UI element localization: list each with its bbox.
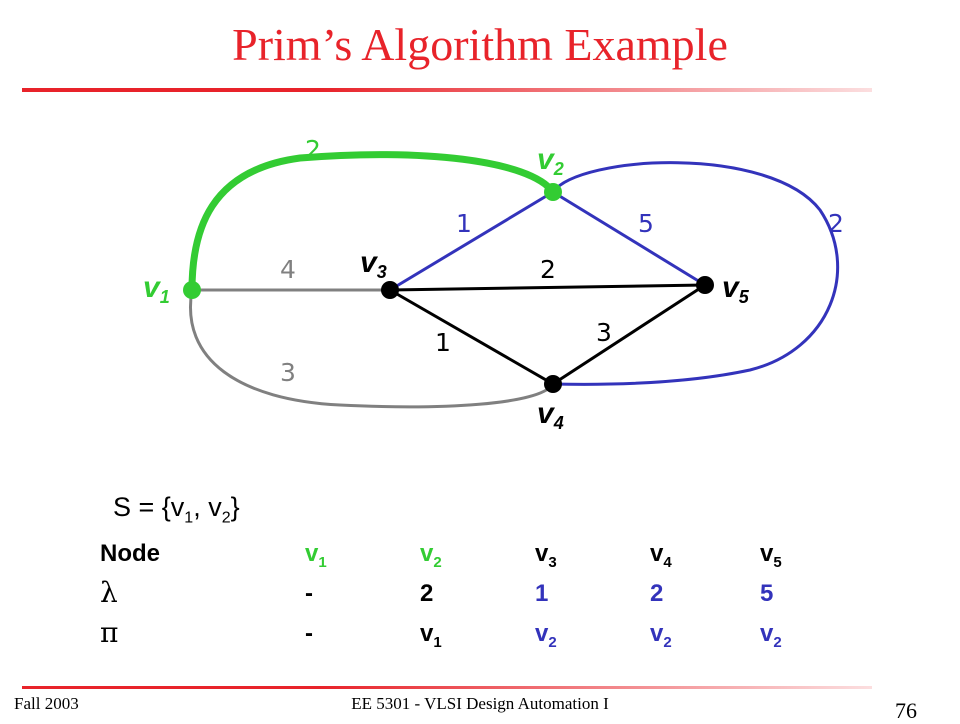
node-label-v3: v3 bbox=[360, 246, 387, 282]
table-cell: v1 bbox=[305, 540, 327, 571]
title-divider bbox=[22, 88, 872, 92]
node-v2 bbox=[544, 183, 562, 201]
set-prefix: S = {v bbox=[113, 492, 185, 522]
node-label-v2: v2 bbox=[537, 143, 564, 179]
weight-v3-v4: 1 bbox=[435, 328, 451, 357]
weight-v2-v3: 1 bbox=[456, 209, 472, 238]
row-label: π bbox=[100, 616, 119, 649]
set-mid: , v bbox=[193, 492, 222, 522]
table-cell: 2 bbox=[420, 580, 434, 607]
node-v1 bbox=[183, 281, 201, 299]
slide-title: Prim’s Algorithm Example bbox=[232, 19, 728, 70]
footer-course: EE 5301 - VLSI Design Automation I bbox=[351, 694, 609, 713]
table-cell: v2 bbox=[760, 620, 782, 651]
weight-v1-v2: 2 bbox=[305, 135, 321, 164]
weight-v2-v5: 5 bbox=[638, 209, 654, 238]
footer-date: Fall 2003 bbox=[14, 694, 79, 713]
table-cell: 2 bbox=[650, 580, 664, 607]
node-v4 bbox=[544, 375, 562, 393]
table-cell: - bbox=[305, 580, 313, 607]
weight-v3-v5: 2 bbox=[540, 255, 556, 284]
weight-v1-v3: 4 bbox=[280, 255, 296, 284]
table-cell: 1 bbox=[535, 580, 549, 607]
set-sub-2: 2 bbox=[221, 509, 231, 527]
weight-v4-v5: 3 bbox=[596, 318, 612, 347]
node-v3 bbox=[381, 281, 399, 299]
edge-v2-v3 bbox=[389, 190, 554, 292]
weight-v1-v4: 3 bbox=[280, 358, 296, 387]
set-sub-1: 1 bbox=[184, 509, 194, 527]
visited-set: S = {v1, v2} bbox=[113, 492, 240, 527]
edge-v1-v2 bbox=[188, 151, 557, 294]
table-cell: v1 bbox=[420, 620, 442, 651]
table-cell: v5 bbox=[760, 540, 782, 571]
table-cell: v2 bbox=[650, 620, 672, 651]
node-v5 bbox=[696, 276, 714, 294]
row-label: λ bbox=[100, 576, 118, 609]
table-cell: - bbox=[305, 620, 313, 647]
row-label: Node bbox=[100, 540, 160, 567]
edge-v2-v4 bbox=[551, 161, 840, 386]
set-suffix: } bbox=[230, 492, 240, 522]
weight-v2-v4: 2 bbox=[828, 209, 844, 238]
node-label-v5: v5 bbox=[722, 271, 750, 307]
node-label-v4: v4 bbox=[537, 397, 564, 433]
footer-divider bbox=[22, 686, 872, 689]
node-label-v1: v1 bbox=[143, 271, 170, 307]
table-cell: v4 bbox=[650, 540, 672, 571]
table-cell: v2 bbox=[535, 620, 557, 651]
edge-v4-v5 bbox=[552, 283, 706, 386]
edge-v1-v4 bbox=[189, 289, 555, 409]
page-number: 76 bbox=[895, 698, 917, 723]
edge-v2-v5 bbox=[552, 190, 706, 287]
edge-v3-v4 bbox=[389, 288, 554, 386]
table-cell: v2 bbox=[420, 540, 442, 571]
edge-v3-v5 bbox=[389, 283, 706, 292]
table-cell: v3 bbox=[535, 540, 557, 571]
table-cell: 5 bbox=[760, 580, 774, 607]
